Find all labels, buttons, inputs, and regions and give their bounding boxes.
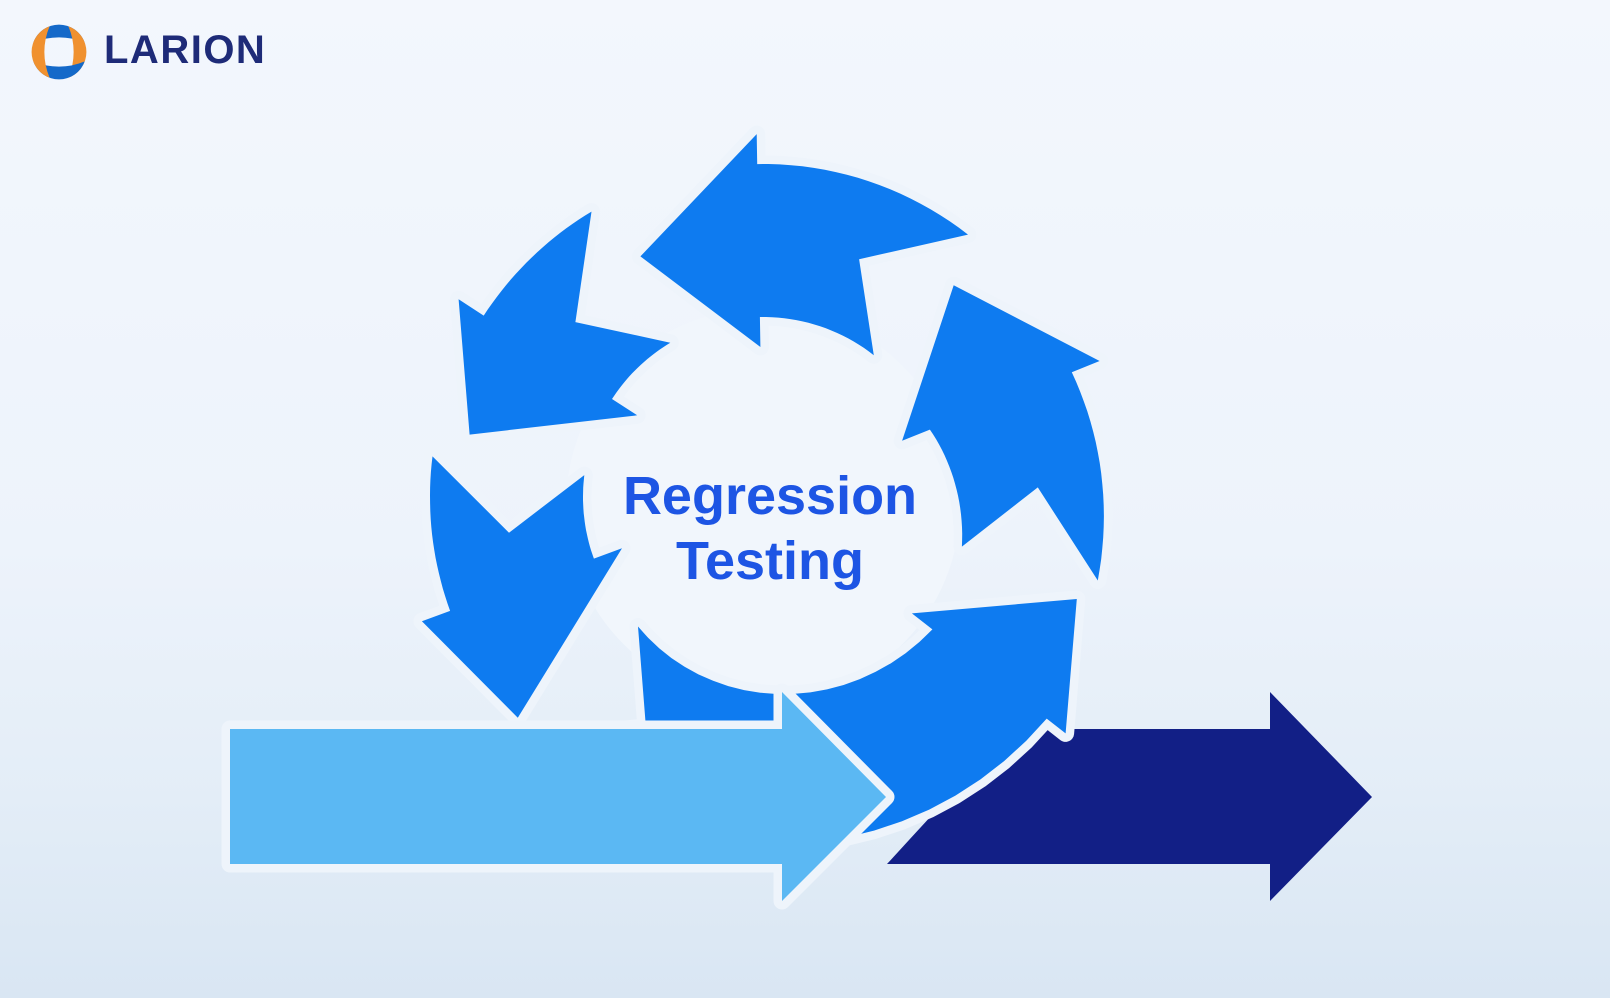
ring-center-disc <box>566 308 960 702</box>
ring-segment-top <box>631 125 977 364</box>
diagram-label-line1: Regression <box>623 466 917 526</box>
incoming-arrow <box>221 683 895 910</box>
brand-logo: LARION <box>28 20 266 84</box>
brand-name: LARION <box>104 28 267 72</box>
swirl-blade-3 <box>31 26 50 78</box>
ring-segment-left <box>413 447 631 727</box>
ring-segment-upper-left <box>450 203 679 444</box>
diagram-label-line2: Testing <box>676 531 864 591</box>
larion-swirl-icon <box>31 24 87 80</box>
ring-segment-right <box>893 276 1113 589</box>
